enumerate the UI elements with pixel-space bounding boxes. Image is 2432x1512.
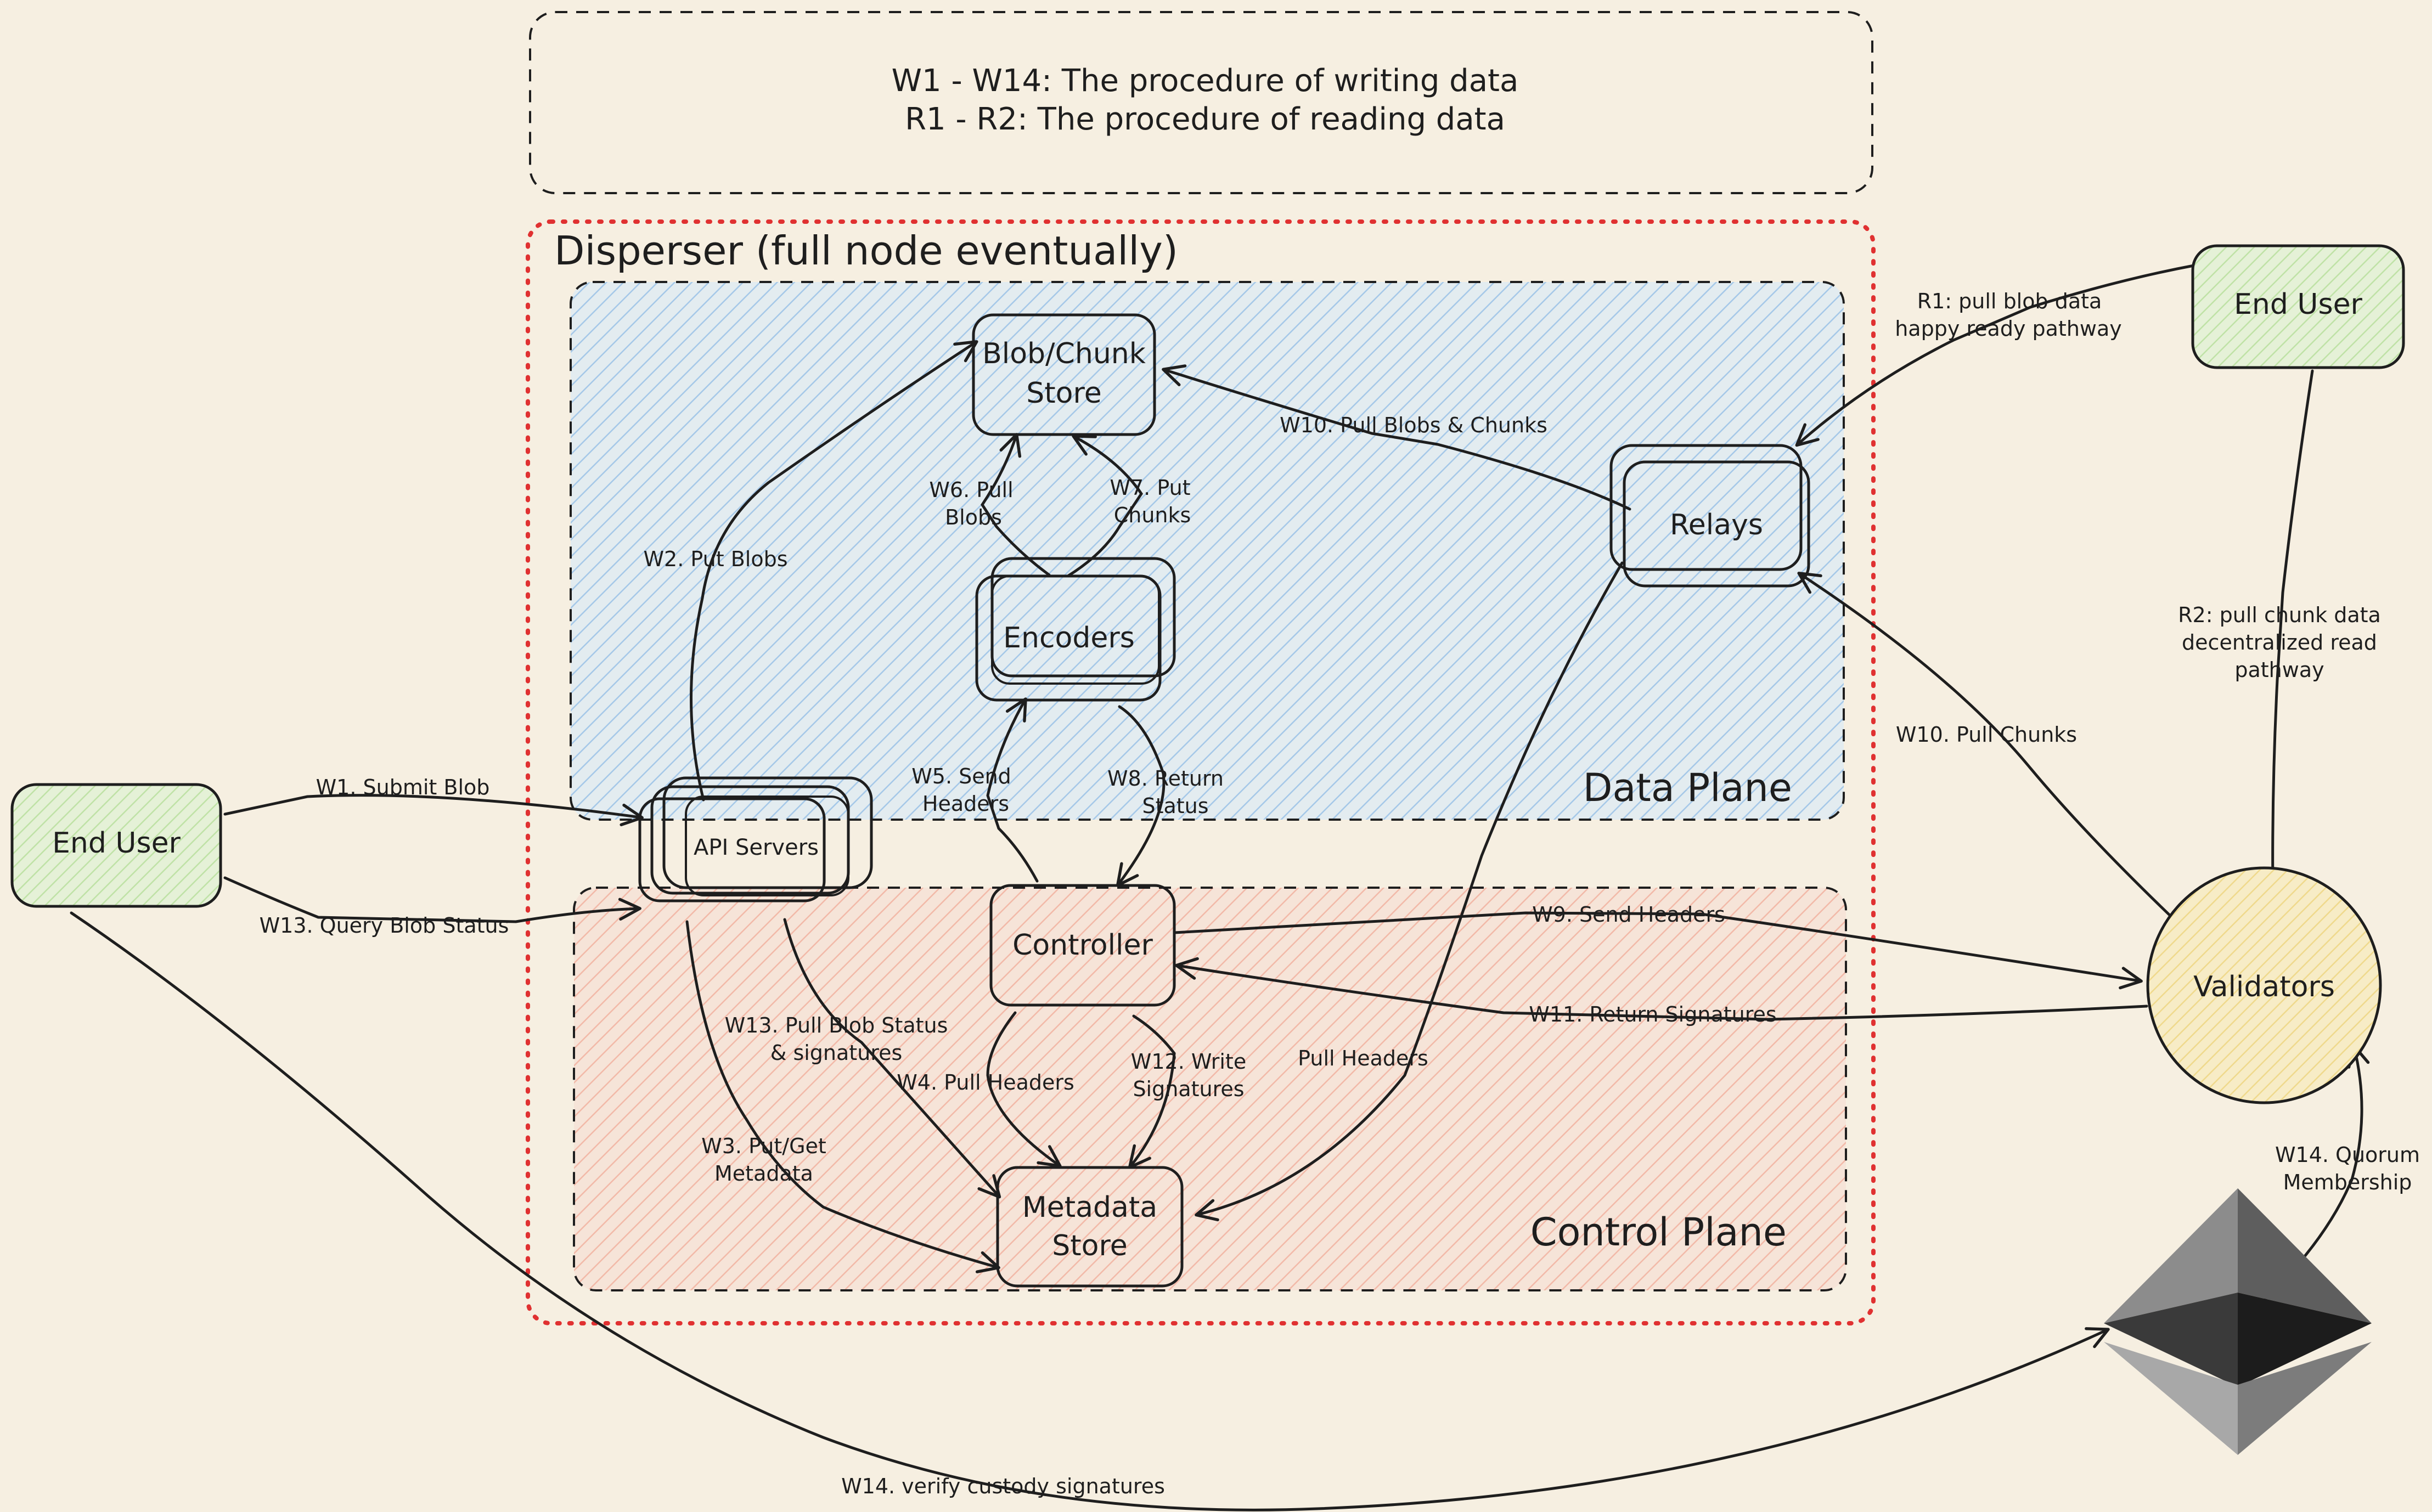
edge-w8: [1116, 705, 1166, 887]
edge-w5: [986, 697, 1039, 883]
edge-w13-pull: [783, 918, 1001, 1199]
end-user-right[interactable]: End User: [2191, 244, 2405, 369]
edge-w2: [690, 340, 978, 802]
encoders[interactable]: Encoders: [975, 557, 1176, 702]
metadata-store-label-line1: Metadata: [1022, 1191, 1157, 1224]
label-w6-line2: Blobs: [945, 505, 1002, 529]
label-w12-line1: W12. Write: [1131, 1050, 1246, 1074]
label-w3-line1: W3. Put/Get: [701, 1134, 826, 1158]
disperser-title: Disperser (full node eventually): [554, 228, 1178, 274]
label-w10-chunks: W10. Pull Chunks: [1896, 723, 2077, 747]
label-pull-headers: Pull Headers: [1298, 1046, 1428, 1070]
api-servers[interactable]: API Servers: [638, 776, 873, 902]
controller[interactable]: Controller: [989, 884, 1176, 1007]
edge-w3: [685, 920, 1000, 1273]
label-w7-line2: Chunks: [1114, 503, 1191, 527]
label-w5-line2: Headers: [922, 792, 1009, 816]
label-w6-line1: W6. Pull: [929, 478, 1013, 502]
label-w4: W4. Pull Headers: [897, 1070, 1074, 1094]
edge-w14-verify: [70, 911, 2110, 1511]
legend-line-reading: R1 - R2: The procedure of reading data: [905, 101, 1505, 137]
blob-chunk-store[interactable]: Blob/Chunk Store: [972, 313, 1156, 436]
edge-w7: [1066, 435, 1144, 578]
label-w8-line2: Status: [1142, 794, 1208, 818]
label-w1: W1. Submit Blob: [316, 775, 490, 799]
edge-pull-headers: [1195, 561, 1624, 1222]
validators[interactable]: Validators: [2146, 866, 2382, 1104]
edge-w6: [981, 433, 1051, 577]
metadata-store-label-line2: Store: [1052, 1229, 1127, 1262]
label-w13-query: W13. Query Blob Status: [260, 913, 509, 938]
edge-w1: [223, 794, 644, 826]
legend: W1 - W14: The procedure of writing data …: [529, 11, 1873, 194]
ethereum-icon: [2104, 1188, 2372, 1455]
edge-w10-chunks: [1797, 572, 2174, 919]
label-w14-verify: W14. verify custody signatures: [841, 1474, 1165, 1498]
relays[interactable]: Relays: [1609, 444, 1810, 588]
disperser-boundary: Disperser (full node eventually): [526, 219, 1876, 1325]
controller-label: Controller: [1012, 929, 1153, 962]
validators-label: Validators: [2193, 971, 2335, 1003]
end-user-right-label: End User: [2234, 288, 2362, 321]
label-r1-line2: happy ready pathway: [1895, 317, 2122, 341]
edge-w13-query: [223, 876, 641, 923]
label-w12-line2: Signatures: [1133, 1077, 1244, 1101]
blob-chunk-store-label-line2: Store: [1026, 377, 1101, 410]
label-w14-quorum-line2: Membership: [2283, 1170, 2412, 1194]
edge-labels: W1. Submit Blob W13. Query Blob Status W…: [260, 289, 2420, 1498]
label-w3-line2: Metadata: [714, 1161, 813, 1186]
metadata-store[interactable]: Metadata Store: [996, 1166, 1184, 1288]
data-plane-label: Data Plane: [1583, 765, 1792, 810]
edge-w11: [1175, 957, 2148, 1021]
label-r2-line3: pathway: [2234, 658, 2324, 682]
label-w8-line1: W8. Return: [1107, 766, 1224, 791]
control-plane: Control Plane: [573, 887, 1847, 1291]
control-plane-label: Control Plane: [1530, 1210, 1787, 1255]
label-w5-line1: W5. Send: [911, 764, 1011, 788]
edge-r2: [2261, 369, 2314, 897]
end-user-left[interactable]: End User: [10, 783, 222, 908]
edge-w10-blobs: [1162, 364, 1631, 511]
label-w10-blobs: W10. Pull Blobs & Chunks: [1280, 413, 1547, 437]
label-w13-pull-line1: W13. Pull Blob Status: [725, 1013, 948, 1037]
edges: [70, 264, 2370, 1511]
label-w9: W9. Send Headers: [1532, 902, 1725, 927]
label-r2-line1: R2: pull chunk data: [2178, 603, 2381, 627]
data-plane: Data Plane: [570, 281, 1845, 821]
end-user-left-label: End User: [52, 827, 181, 860]
api-servers-label: API Servers: [694, 835, 819, 860]
label-w2: W2. Put Blobs: [643, 547, 787, 571]
edge-w4: [986, 1011, 1062, 1167]
edge-w9: [1173, 911, 2143, 990]
blob-chunk-store-label-line1: Blob/Chunk: [982, 337, 1146, 370]
label-w7-line1: W7. Put: [1110, 476, 1190, 500]
label-w11: W11. Return Signatures: [1529, 1002, 1776, 1026]
edge-r1: [1795, 264, 2195, 447]
label-w14-quorum-line1: W14. Quorum: [2275, 1143, 2420, 1167]
relays-label: Relays: [1670, 509, 1763, 541]
label-r1-line1: R1: pull blob data: [1917, 289, 2102, 313]
edge-w12: [1128, 1014, 1176, 1169]
label-w13-pull-line2: & signatures: [770, 1041, 903, 1065]
legend-line-writing: W1 - W14: The procedure of writing data: [892, 63, 1519, 99]
encoders-label: Encoders: [1003, 622, 1135, 655]
label-r2-line2: decentralized read: [2182, 630, 2377, 655]
